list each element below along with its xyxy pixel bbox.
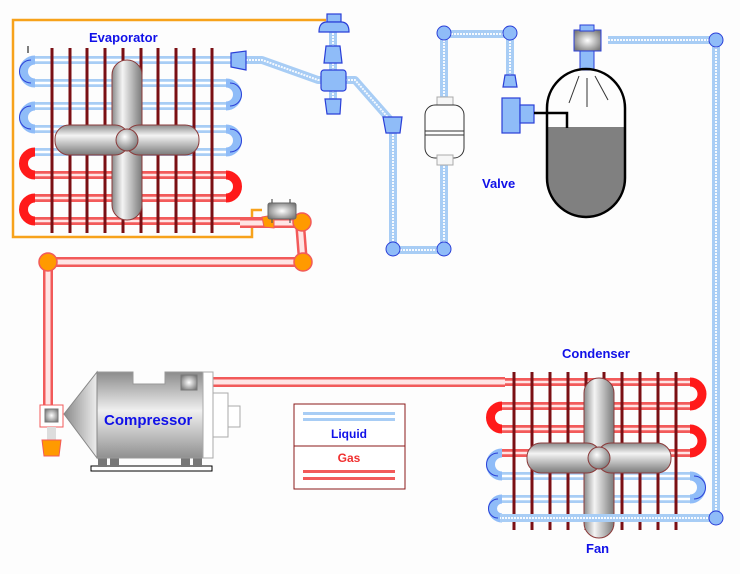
gas-return-bend [689, 377, 707, 411]
liquid-return-bend [488, 494, 503, 523]
fan[interactable] [54, 59, 200, 221]
gas-pipe-joints [38, 212, 313, 272]
legend-gas-label: Gas [338, 451, 361, 465]
liquid-return-bend [19, 101, 36, 134]
valve-label: Valve [482, 176, 515, 191]
liquid-return-bend [225, 124, 242, 157]
gas-return-bend [225, 170, 242, 203]
evaporator-coil [19, 48, 262, 233]
fan-label: Fan [586, 541, 609, 556]
valve[interactable] [501, 74, 535, 134]
liquid-return-bend [225, 78, 242, 111]
fan-hub [587, 446, 611, 470]
liquid-pipe-joints [385, 25, 724, 526]
evaporator-inlet-fitting [230, 50, 247, 71]
receiver-tank[interactable] [534, 24, 627, 222]
pressure-switch[interactable] [261, 199, 297, 229]
gas-return-bend [486, 401, 503, 434]
compressor-label: Compressor [104, 412, 193, 429]
receiver-liquid-level [547, 127, 625, 217]
expansion-valve-assembly[interactable] [230, 13, 403, 134]
legend-liquid-swatch [303, 412, 395, 421]
legend-gas-swatch [303, 470, 395, 480]
legend: Liquid Gas [293, 403, 406, 490]
liquid-return-bend [689, 471, 706, 504]
liquid-return-bend [19, 55, 36, 88]
gas-return-bend [19, 147, 36, 180]
compressor[interactable] [39, 370, 241, 472]
condenser-label: Condenser [562, 346, 630, 361]
evaporator-label: Evaporator [89, 30, 158, 45]
gas-return-bend [19, 193, 36, 226]
liquid-line-fitting [382, 116, 403, 134]
fan-hub [115, 128, 139, 152]
legend-liquid-label: Liquid [331, 427, 367, 441]
filter-drier[interactable] [424, 96, 465, 166]
gas-return-bend [689, 424, 707, 458]
evaporator-sensor-line [11, 18, 326, 239]
condenser-coil [470, 372, 716, 539]
liquid-return-bend [486, 448, 503, 481]
